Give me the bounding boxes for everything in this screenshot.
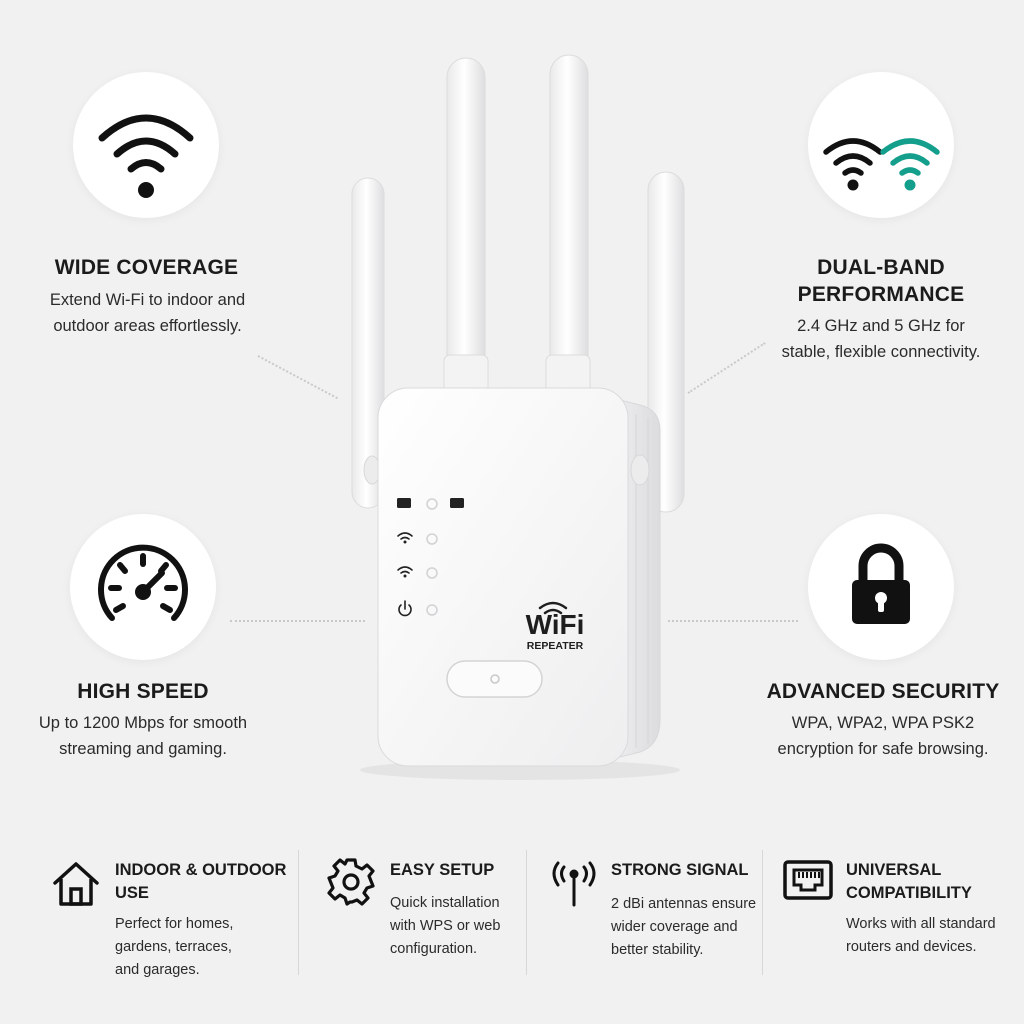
compatibility-desc-line-1: Works with all standard (846, 916, 996, 932)
high-speed-desc-line-2: streaming and gaming. (59, 740, 227, 758)
easy-setup-desc-line-1: Quick installation (390, 895, 500, 911)
ethernet-port-icon (783, 860, 833, 900)
easy-setup-title: EASY SETUP (390, 859, 525, 882)
wifi-logo-icon (538, 601, 568, 615)
gear-icon (327, 858, 375, 906)
security-desc-line-1: WPA, WPA2, WPA PSK2 (791, 714, 975, 732)
strong-signal-desc-line-2: wider coverage and (611, 919, 738, 935)
dual-band-desc-line-1: 2.4 GHz and 5 GHz for (797, 317, 965, 335)
wps-button[interactable] (446, 660, 543, 698)
separator-3 (762, 850, 763, 975)
security-description: WPA, WPA2, WPA PSK2 encryption for safe … (748, 710, 1018, 762)
wifi-icon (98, 114, 194, 198)
speedometer-icon (98, 544, 188, 621)
indoor-outdoor-desc-line-2: gardens, terraces, (115, 939, 232, 955)
indoor-outdoor-desc-line-1: Perfect for homes, (115, 916, 234, 932)
separator-1 (298, 850, 299, 975)
wide-coverage-icon-circle (73, 72, 219, 218)
strong-signal-title-line-1: STRONG SIGNAL (611, 861, 749, 879)
indoor-outdoor-title-line-2: USE (115, 884, 149, 902)
led-panel (397, 498, 464, 617)
brand-repeater-text: REPEATER (526, 640, 584, 652)
indoor-outdoor-desc-line-3: and garages. (115, 962, 200, 978)
wide-coverage-desc-line-1: Extend Wi-Fi to indoor and (49, 291, 246, 309)
connector-line-mid-right (668, 620, 798, 622)
antenna-top-left (443, 57, 489, 394)
antenna-icon (552, 861, 596, 907)
indoor-outdoor-description: Perfect for homes, gardens, terraces, an… (115, 913, 295, 982)
wide-coverage-title: WIDE COVERAGE (54, 256, 239, 279)
dual-band-title-line-2: PERFORMANCE (797, 283, 965, 306)
strong-signal-desc-line-3: better stability. (611, 942, 704, 958)
high-speed-desc-line-1: Up to 1200 Mbps for smooth (38, 714, 248, 732)
connector-line-mid-left (230, 620, 365, 622)
compatibility-desc-line-2: routers and devices. (846, 939, 977, 955)
house-icon (53, 862, 99, 906)
dual-band-title: DUAL-BAND PERFORMANCE (750, 254, 1012, 308)
compatibility-description: Works with all standard routers and devi… (846, 913, 1021, 959)
separator-2 (526, 850, 527, 975)
strong-signal-title: STRONG SIGNAL (611, 859, 761, 882)
security-desc-line-2: encryption for safe browsing. (777, 740, 989, 758)
antenna-left (351, 177, 385, 509)
compatibility-title: UNIVERSAL COMPATIBILITY (846, 859, 1021, 905)
compatibility-title-line-1: UNIVERSAL (846, 861, 942, 879)
wide-coverage-desc-line-2: outdoor areas effortlessly. (53, 317, 242, 335)
wide-coverage-description: Extend Wi-Fi to indoor and outdoor areas… (15, 287, 280, 339)
easy-setup-description: Quick installation with WPS or web confi… (390, 892, 525, 961)
dual-band-description: 2.4 GHz and 5 GHz for stable, flexible c… (750, 313, 1012, 365)
device-brand: WiFi REPEATER (515, 610, 595, 653)
indoor-outdoor-title: INDOOR & OUTDOOR USE (115, 859, 295, 905)
security-title: ADVANCED SECURITY (766, 680, 1000, 703)
high-speed-description: Up to 1200 Mbps for smooth streaming and… (8, 710, 278, 762)
padlock-icon (852, 543, 910, 624)
dual-band-title-line-1: DUAL-BAND (817, 256, 945, 279)
easy-setup-desc-line-3: configuration. (390, 941, 478, 957)
easy-setup-desc-line-2: with WPS or web (390, 918, 501, 934)
compatibility-title-line-2: COMPATIBILITY (846, 884, 972, 902)
security-icon-circle (808, 514, 954, 660)
dual-wifi-icon (823, 138, 940, 191)
dual-band-desc-line-2: stable, flexible connectivity. (781, 343, 981, 361)
strong-signal-description: 2 dBi antennas ensure wider coverage and… (611, 893, 761, 962)
high-speed-icon-circle (70, 514, 216, 660)
dual-band-icon-circle (808, 72, 954, 218)
strong-signal-desc-line-1: 2 dBi antennas ensure (611, 896, 757, 912)
easy-setup-title-line-1: EASY SETUP (390, 861, 495, 879)
antenna-top-right (545, 54, 591, 394)
high-speed-title: HIGH SPEED (77, 680, 209, 703)
indoor-outdoor-title-line-1: INDOOR & OUTDOOR (115, 861, 287, 879)
brand-wifi-text: WiFi (525, 609, 585, 640)
